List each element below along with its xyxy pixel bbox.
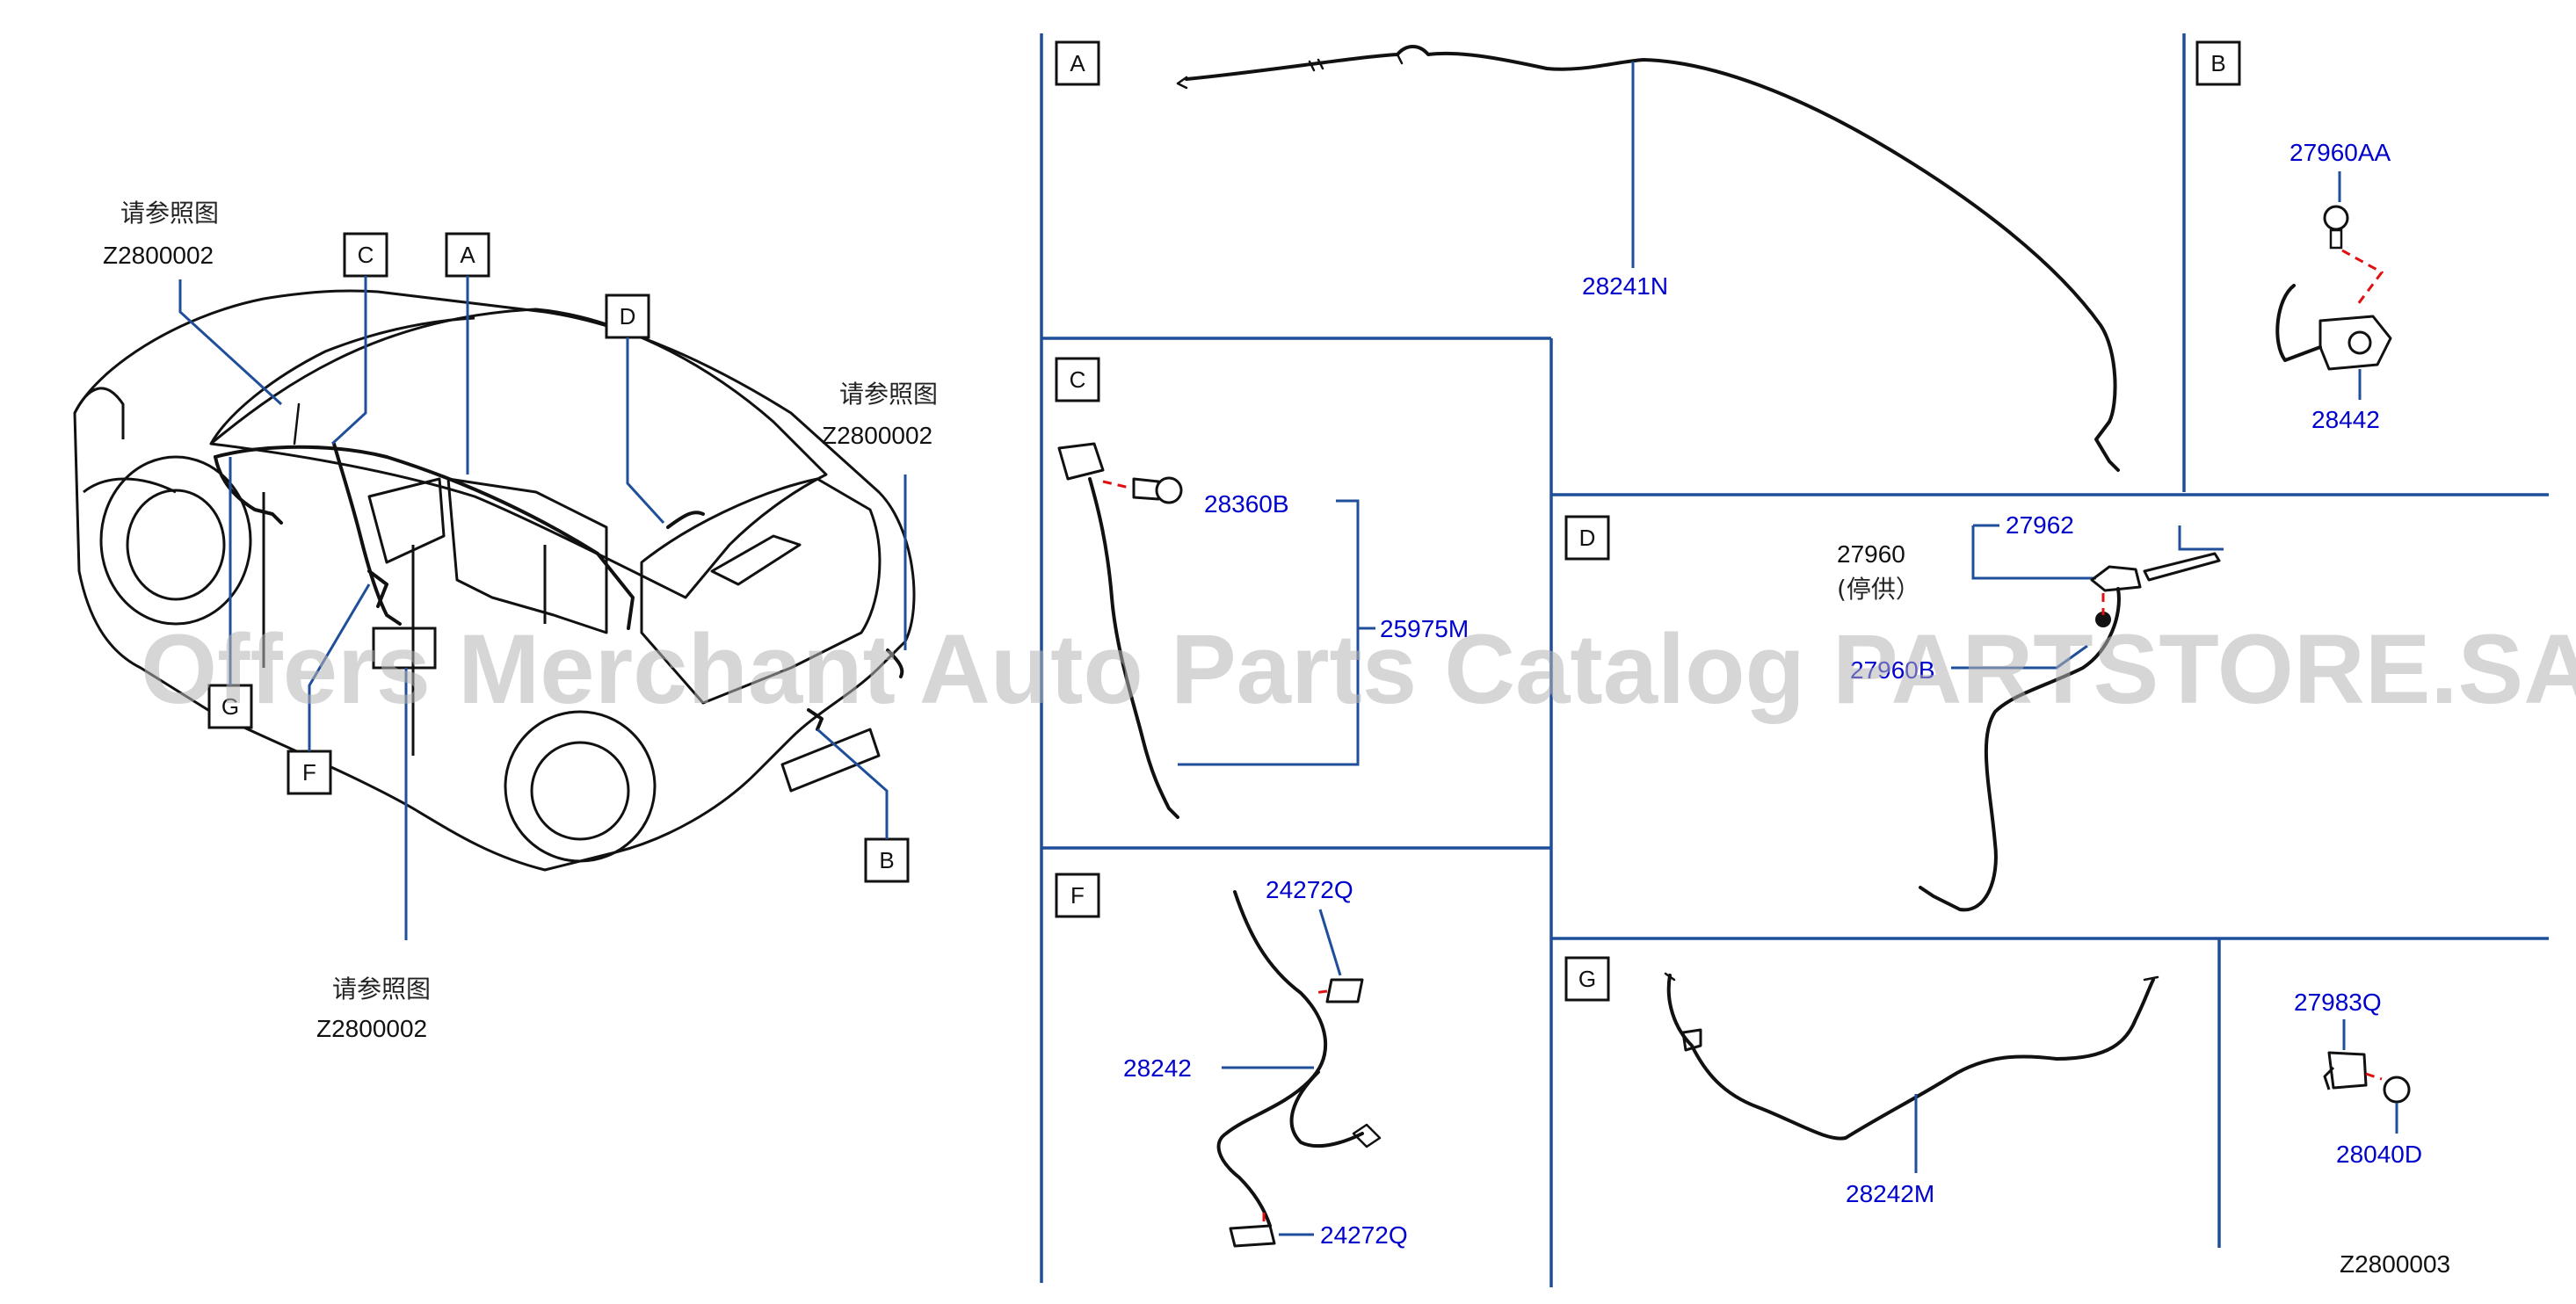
panel-letter-c: C (1070, 366, 1086, 393)
panel-c: C 28360B 25975M (1055, 357, 1469, 819)
part-25975m[interactable]: 25975M (1380, 615, 1469, 642)
antenna-feeder-cable-a (1185, 45, 2120, 472)
part-27960-note: (停供） (1837, 575, 1920, 604)
clip-icon-top (1325, 978, 1364, 1003)
part-24272q-top[interactable]: 24272Q (1266, 876, 1353, 903)
callout-box-a[interactable] (445, 232, 490, 278)
harness-25975m (1088, 477, 1179, 819)
part-28241n[interactable]: 28241N (1582, 272, 1668, 300)
bolt-icon (2323, 205, 2349, 250)
car-roof (209, 308, 828, 599)
callout-box-d[interactable] (605, 293, 650, 339)
part-27960aa[interactable]: 27960AA (2289, 139, 2391, 166)
bolt-icon-h (2383, 1076, 2411, 1104)
car-harness-roof (214, 445, 635, 630)
ref-code-right: Z2800002 (822, 422, 932, 449)
panel-label-f (1055, 873, 1100, 918)
harness-28242m (1666, 974, 2155, 1141)
callout-letter-g: G (221, 693, 239, 720)
panel-label-g (1564, 956, 1610, 1002)
callout-letter-f: F (302, 759, 316, 786)
panel-grid (1040, 33, 2549, 1287)
part-28360b[interactable]: 28360B (1204, 490, 1289, 518)
part-28040d[interactable]: 28040D (2336, 1141, 2422, 1168)
part-28242m[interactable]: 28242M (1846, 1180, 1934, 1207)
part-28242[interactable]: 28242 (1123, 1054, 1192, 1082)
part-28442[interactable]: 28442 (2311, 406, 2380, 433)
ref-code-bottom: Z2800002 (316, 1015, 427, 1042)
clip-icon-bottom (1229, 1224, 1276, 1248)
panel-label-a (1055, 40, 1100, 86)
harness-28242 (1216, 890, 1328, 1228)
car-wheel-rear (504, 710, 657, 863)
connector-c (1057, 442, 1105, 481)
antenna-cable-d (1919, 587, 2121, 912)
car-rear-hatch (640, 477, 882, 705)
car-windshield (209, 316, 475, 445)
callout-letter-d: D (620, 303, 636, 330)
car-callouts: 请参照图 Z2800002 C A D 请参照图 Z2800002 B G F (103, 199, 938, 1042)
callout-box-g[interactable] (207, 684, 253, 729)
panel-d: D 27960 (停供） 27962 27960B (1564, 511, 2224, 912)
car-wheel-front (99, 455, 252, 626)
callout-letter-c: C (358, 242, 374, 268)
panel-label-c (1055, 357, 1100, 402)
ref-text-bottom: 请参照图 (332, 974, 431, 1003)
panel-bracket: 27983Q 28040D (2294, 989, 2422, 1168)
part-27962[interactable]: 27962 (2006, 511, 2074, 539)
antenna-base-icon (2090, 552, 2221, 592)
part-27983q[interactable]: 27983Q (2294, 989, 2382, 1016)
panel-label-d (1564, 515, 1610, 561)
vehicle-overview (73, 289, 916, 872)
panel-a: A 28241N (1055, 40, 2120, 472)
diagram-id: Z2800003 (2340, 1250, 2450, 1278)
part-24272q-bottom[interactable]: 24272Q (1320, 1221, 1408, 1249)
watermark: Offers Merchant Auto Parts Catalog PARTS… (141, 614, 2576, 724)
rear-camera-unit (2275, 284, 2392, 371)
panel-letter-g: G (1578, 966, 1596, 992)
callout-letter-a: A (460, 242, 475, 268)
car-license-plate (780, 728, 881, 793)
car-side-window-front (367, 477, 446, 564)
callout-box-f[interactable] (287, 750, 332, 795)
bracket-icon (2323, 1051, 2368, 1090)
panel-f: F 24272Q 28242 24272Q (1055, 873, 1408, 1249)
panel-label-b (2195, 40, 2241, 86)
part-27960b[interactable]: 27960B (1850, 656, 1935, 684)
screw-icon-c (1132, 476, 1183, 504)
panel-b: B 27960AA 28442 (2195, 40, 2392, 433)
panel-letter-b: B (2210, 50, 2225, 76)
panel-letter-f: F (1070, 882, 1085, 909)
ref-text-top-left: 请参照图 (120, 199, 219, 228)
panel-g: G 28242M (1564, 956, 2159, 1207)
callout-letter-b: B (879, 847, 894, 873)
ref-text-right: 请参照图 (839, 380, 938, 409)
car-harness-front (214, 455, 283, 525)
panel-letter-d: D (1579, 525, 1596, 551)
car-harness-pillar (332, 442, 402, 626)
car-side-window-rear (446, 477, 608, 634)
ref-code-top-left: Z2800002 (103, 242, 214, 269)
panel-letter-a: A (1070, 50, 1085, 76)
part-27960[interactable]: 27960 (1837, 540, 1905, 568)
